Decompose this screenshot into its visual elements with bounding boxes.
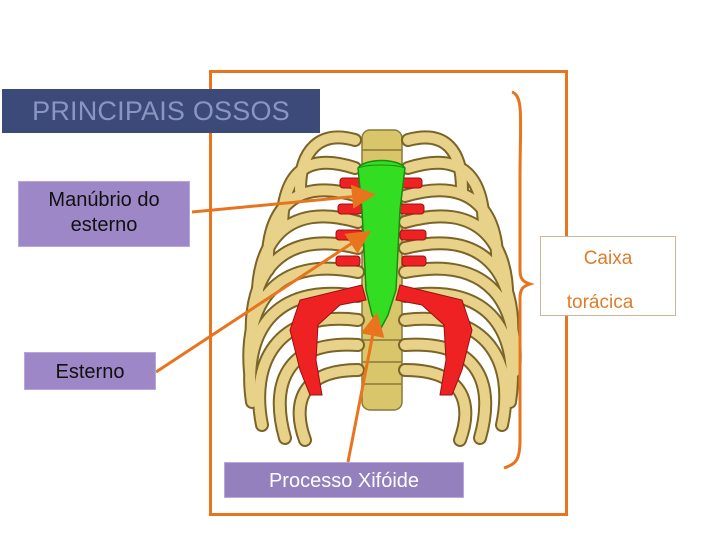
esterno-label: Esterno bbox=[24, 352, 156, 390]
caixa-label-line1: Caixa bbox=[583, 248, 633, 269]
caixa-toracica-label: Caixa torácica bbox=[540, 236, 676, 316]
caixa-label-line2: torácica bbox=[566, 292, 634, 313]
manubrio-label: Manúbrio do esterno bbox=[18, 181, 190, 247]
xifoide-label: Processo Xifóide bbox=[224, 462, 464, 498]
page-title: PRINCIPAIS OSSOS bbox=[2, 89, 320, 133]
